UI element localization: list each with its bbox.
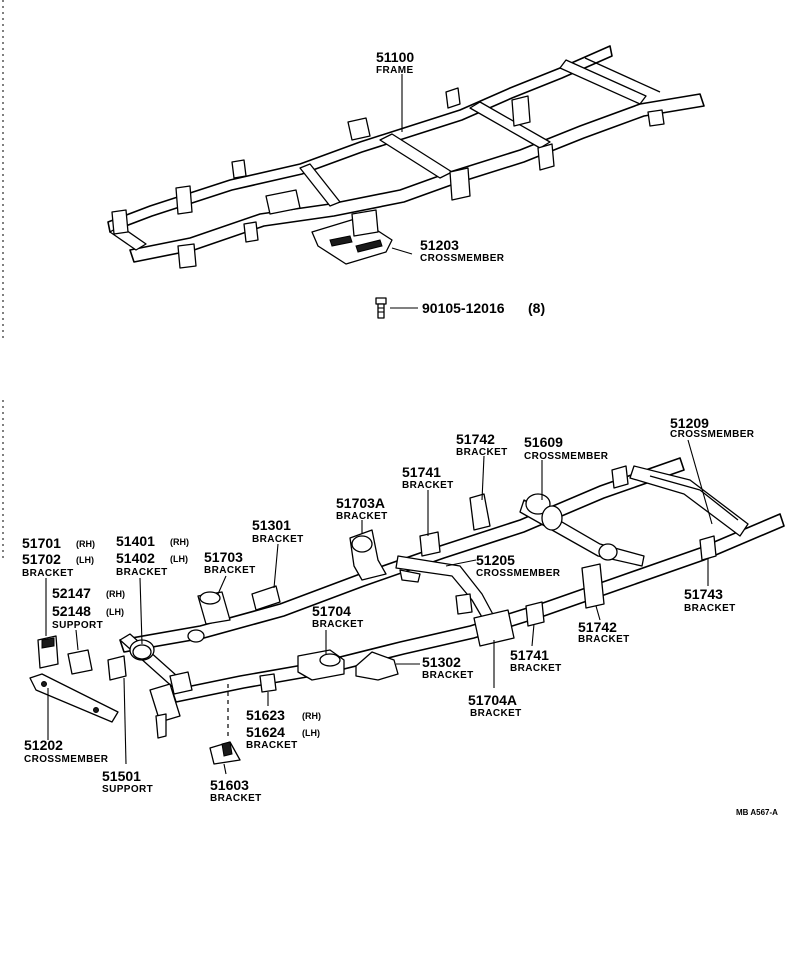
part-51741-lower-number: 51741: [510, 647, 549, 663]
bolt-icon: [375, 297, 387, 319]
part-51741-lower-name: BRACKET: [510, 663, 562, 674]
bolt-part-number: 90105-12016: [422, 300, 505, 316]
part-51702-number: 51702: [22, 551, 61, 567]
part-51301-name: BRACKET: [252, 534, 304, 545]
part-51741-upper-name: BRACKET: [402, 480, 454, 491]
part-51401-side: (RH): [170, 537, 189, 547]
part-51501-name: SUPPORT: [102, 784, 153, 795]
diagram-reference-code: MB A567-A: [736, 808, 778, 817]
part-51609-name: CROSSMEMBER: [524, 451, 609, 462]
part-51609-number: 51609: [524, 434, 563, 450]
frame-part-number: 51100: [376, 49, 414, 65]
bolt-quantity: (8): [528, 300, 545, 316]
part-51701-number: 51701: [22, 535, 61, 551]
part-51743-name: BRACKET: [684, 603, 736, 614]
part-51703a-name: BRACKET: [336, 511, 388, 522]
part-51741-upper-number: 51741: [402, 464, 441, 480]
part-51202-name: CROSSMEMBER: [24, 754, 109, 765]
part-51302-name: BRACKET: [422, 670, 474, 681]
part-51704a-number: 51704A: [468, 692, 517, 708]
part-51501-number: 51501: [102, 768, 141, 784]
part-52147-side: (RH): [106, 589, 125, 599]
part-51704a-name: BRACKET: [470, 708, 522, 719]
part-51701-side: (RH): [76, 539, 95, 549]
part-51205-number: 51205: [476, 552, 515, 568]
part-51742-lower-name: BRACKET: [578, 634, 630, 645]
part-51702-name: BRACKET: [22, 568, 74, 579]
part-52148-name: SUPPORT: [52, 620, 103, 631]
part-51703-name: BRACKET: [204, 565, 256, 576]
crossmember-51203-number: 51203: [420, 237, 459, 253]
part-51704-number: 51704: [312, 603, 351, 619]
part-51624-number: 51624: [246, 724, 285, 740]
part-52148-number: 52148: [52, 603, 91, 619]
part-51624-side: (LH): [302, 728, 320, 738]
part-51301-number: 51301: [252, 517, 291, 533]
exploded-frame-drawing: [29, 457, 785, 765]
part-51603-name: BRACKET: [210, 793, 262, 804]
part-51302-number: 51302: [422, 654, 461, 670]
frame-assembly-drawing: [107, 45, 705, 319]
part-51703a-number: 51703A: [336, 495, 385, 511]
part-52147-number: 52147: [52, 585, 91, 601]
part-51623-number: 51623: [246, 707, 285, 723]
part-51742-upper-name: BRACKET: [456, 447, 508, 458]
part-51202-number: 51202: [24, 737, 63, 753]
part-51401-number: 51401: [116, 533, 155, 549]
part-51209-name: CROSSMEMBER: [670, 429, 755, 440]
crossmember-51203-name: CROSSMEMBER: [420, 253, 505, 264]
part-51704-name: BRACKET: [312, 619, 364, 630]
part-51742-upper-number: 51742: [456, 431, 495, 447]
part-51402-name: BRACKET: [116, 567, 168, 578]
part-51402-side: (LH): [170, 554, 188, 564]
part-52148-side: (LH): [106, 607, 124, 617]
part-51702-side: (LH): [76, 555, 94, 565]
part-51623-side: (RH): [302, 711, 321, 721]
part-51209-number: 51209: [670, 415, 709, 431]
part-51402-number: 51402: [116, 550, 155, 566]
part-51603-number: 51603: [210, 777, 249, 793]
frame-part-name: FRAME: [376, 65, 414, 76]
part-51703-number: 51703: [204, 549, 243, 565]
part-51205-name: CROSSMEMBER: [476, 568, 561, 579]
part-51742-lower-number: 51742: [578, 619, 617, 635]
part-51624-name: BRACKET: [246, 740, 298, 751]
part-51743-number: 51743: [684, 586, 723, 602]
